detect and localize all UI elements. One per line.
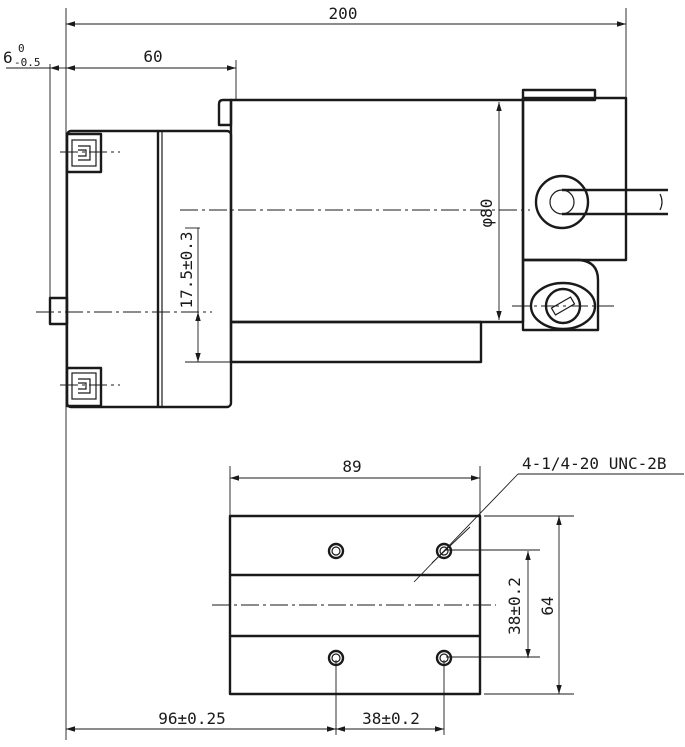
hole-horizontal-spacing-label: 38±0.2 [362, 709, 420, 728]
base-width-label: 89 [342, 457, 361, 476]
offset-label: 17.5±0.3 [177, 231, 196, 308]
mounting-hole-bottom-right-inner [439, 653, 449, 663]
motor-side-view: 200 60 6 0 -0.5 [3, 4, 668, 740]
motor-base-plate [229, 320, 483, 364]
bottom-connector-body [65, 366, 103, 408]
top-connector-body [65, 132, 103, 174]
shaft-stub-base-label: 6 [3, 48, 13, 67]
bottom-connector-pin [78, 378, 91, 394]
base-height-label: 64 [538, 596, 557, 615]
mounting-hole-bottom-left-inner [331, 653, 341, 663]
top-connector-inner [71, 139, 97, 167]
hole-vertical-spacing-label: 38±0.2 [505, 577, 524, 635]
top-connector [60, 132, 120, 174]
cable-gland-inner [549, 189, 575, 215]
diameter-label: φ80 [477, 199, 496, 228]
shaft-stub [48, 296, 69, 326]
thread-callout-leader [413, 473, 519, 583]
lower-end-cap [521, 258, 600, 332]
overall-length-label: 200 [329, 4, 358, 23]
thread-callout-ext [431, 526, 471, 564]
mounting-hole-bottom-left [327, 649, 345, 667]
mounting-hole-top-left-inner [331, 546, 341, 556]
mounting-hole [327, 542, 453, 667]
plug-key-slot [550, 296, 576, 316]
bottom-connector-inner [71, 372, 97, 400]
motor-collar [217, 98, 233, 127]
power-cable [562, 188, 668, 216]
mounting-hole-top-left [327, 542, 345, 560]
shaft-stub-upper-tol: 0 [18, 42, 25, 55]
mounting-hole-top-right-inner [439, 546, 449, 556]
flange-length-label: 60 [143, 47, 162, 66]
thread-callout-label: 4-1/4-20 UNC-2B [522, 454, 667, 473]
base-offset-label: 96±0.25 [158, 709, 225, 728]
top-connector-pin [78, 145, 91, 161]
end-cap-lip [521, 88, 597, 102]
shaft-stub-lower-tol: -0.5 [14, 56, 41, 69]
base-plate [228, 514, 482, 696]
cable-gland [534, 174, 590, 230]
bottom-connector [60, 366, 120, 408]
power-cable-end [659, 193, 663, 211]
mounting-hole-top-right [435, 542, 453, 560]
base-mounting-view: 89 4-1/4-20 UNC-2B 38±0.2 64 96± [66, 454, 684, 735]
mounting-hole-bottom-right [435, 649, 453, 667]
